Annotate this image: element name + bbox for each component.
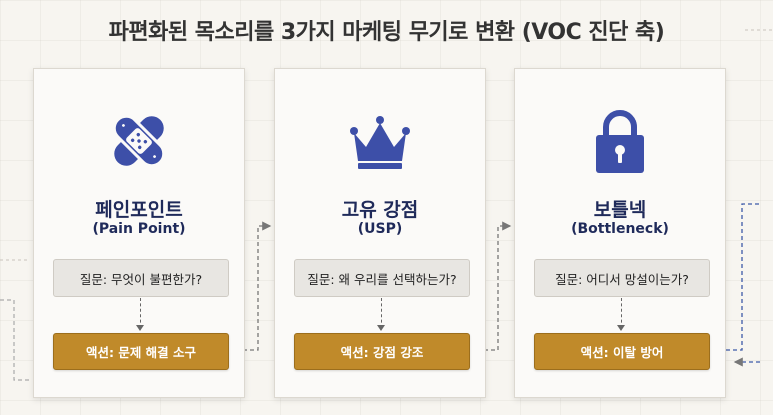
card-usp: 고유 강점 (USP) 질문: 왜 우리를 선택하는가? 액션: 강점 강조 <box>274 68 486 398</box>
action-box: 액션: 강점 강조 <box>294 333 470 370</box>
action-box: 액션: 문제 해결 소구 <box>53 333 229 370</box>
crown-icon <box>350 116 410 169</box>
question-to-action-line <box>621 298 622 328</box>
question-box: 질문: 어디서 망설이는가? <box>534 259 710 297</box>
action-box: 액션: 이탈 방어 <box>534 333 710 370</box>
question-box: 질문: 왜 우리를 선택하는가? <box>294 259 470 297</box>
card-title: 보틀넥 <box>593 199 647 221</box>
card-subtitle: (Pain Point) <box>92 221 186 237</box>
card-subtitle: (USP) <box>357 221 403 237</box>
feedback-loop-connector <box>712 203 760 351</box>
card-pain-point: 페인포인트 (Pain Point) 질문: 무엇이 불편한가? 액션: 문제 … <box>33 68 245 398</box>
entry-connector <box>0 299 30 381</box>
question-to-action-line <box>140 298 141 328</box>
question-to-action-line <box>381 298 382 328</box>
lock-icon <box>596 110 644 173</box>
bandage-icon <box>112 114 166 168</box>
card-title: 페인포인트 <box>95 199 183 221</box>
card-title: 고유 강점 <box>341 199 419 221</box>
down-arrow-icon <box>377 325 385 331</box>
card-subtitle: (Bottleneck) <box>571 221 669 237</box>
down-arrow-icon <box>136 325 144 331</box>
page-title: 파편화된 목소리를 3가지 마케팅 무기로 변환 (VOC 진단 축) <box>108 20 665 45</box>
card-bottleneck: 보틀넥 (Bottleneck) 질문: 어디서 망설이는가? 액션: 이탈 방… <box>514 68 726 398</box>
down-arrow-icon <box>617 325 625 331</box>
question-box: 질문: 무엇이 불편한가? <box>53 259 229 297</box>
